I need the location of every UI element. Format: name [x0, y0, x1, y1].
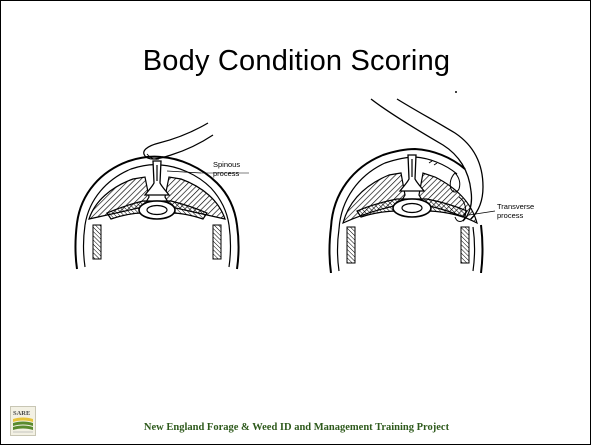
slide-footer: New England Forage & Weed ID and Managem…	[1, 422, 591, 433]
spinous-process-diagram: Spinous process	[63, 121, 263, 271]
spinous-process-illustration	[63, 121, 263, 271]
transverse-process-illustration	[309, 97, 559, 273]
svg-text:SARE: SARE	[13, 410, 30, 417]
stray-mark	[455, 91, 457, 93]
transverse-label-line2: process	[497, 212, 534, 221]
transverse-process-label: Transverse process	[497, 203, 534, 220]
spinous-process-label: Spinous process	[213, 161, 240, 178]
spinous-label-line2: process	[213, 170, 240, 179]
transverse-process-diagram: Transverse process	[309, 97, 559, 273]
slide-title: Body Condition Scoring	[1, 45, 591, 78]
